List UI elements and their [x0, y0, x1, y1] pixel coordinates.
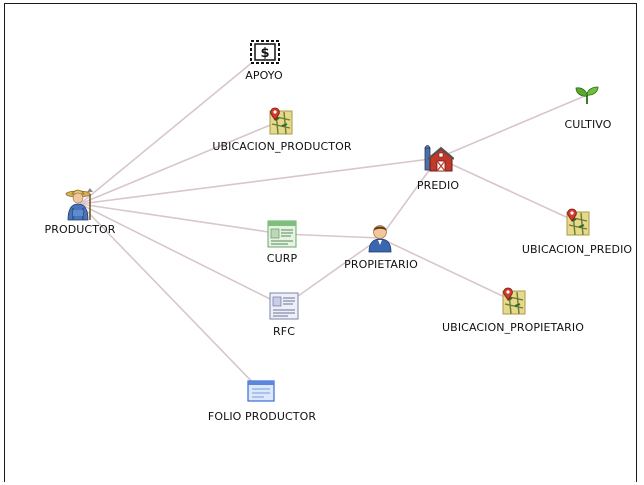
edge-productor-ubicacion_productor — [79, 120, 281, 205]
map-pin-icon — [502, 287, 526, 315]
edge-predio-ubicacion_predio — [437, 157, 578, 223]
edge-productor-predio — [79, 157, 439, 205]
person-icon — [368, 225, 392, 253]
edge-rfc-propietario — [283, 237, 381, 307]
node-label-curp: CURP — [266, 252, 298, 265]
tax-document-icon — [269, 292, 299, 320]
node-label-folio-productor: FOLIO PRODUCTOR — [207, 410, 317, 423]
node-label-apoyo: APOYO — [245, 69, 283, 82]
edge-propietario-ubicacion_propietario — [379, 237, 514, 302]
node-label-cultivo: CULTIVO — [564, 118, 612, 131]
node-label-ubicacion-productor: UBICACION_PRODUCTOR — [212, 140, 352, 153]
map-pin-icon — [269, 107, 293, 135]
sprout-icon — [575, 86, 599, 104]
node-label-propietario: PROPIETARIO — [344, 258, 418, 271]
edge-curp-propietario — [281, 233, 381, 239]
svg-text:$: $ — [260, 46, 269, 61]
map-pin-icon — [566, 208, 590, 236]
edge-productor-curp — [79, 203, 283, 235]
dollar-document-icon: $ — [250, 40, 280, 64]
barn-icon — [424, 145, 454, 172]
diagram-canvas — [4, 3, 637, 482]
farmer-icon — [65, 188, 93, 221]
node-label-ubicacion-predio: UBICACION_PREDIO — [521, 243, 633, 256]
edge-propietario-predio — [379, 157, 439, 239]
edge-productor-apoyo — [79, 51, 266, 205]
node-label-ubicacion-propietario: UBICACION_PROPIETARIO — [442, 321, 584, 334]
edge-productor-folio_productor — [79, 203, 262, 392]
edge-predio-cultivo — [437, 94, 588, 159]
node-label-rfc: RFC — [273, 325, 295, 338]
edge-productor-rfc — [79, 203, 285, 307]
node-label-productor: PRODUCTOR — [44, 223, 116, 236]
id-card-icon — [267, 220, 297, 248]
node-label-predio: PREDIO — [416, 179, 460, 192]
folio-card-icon — [247, 380, 275, 402]
